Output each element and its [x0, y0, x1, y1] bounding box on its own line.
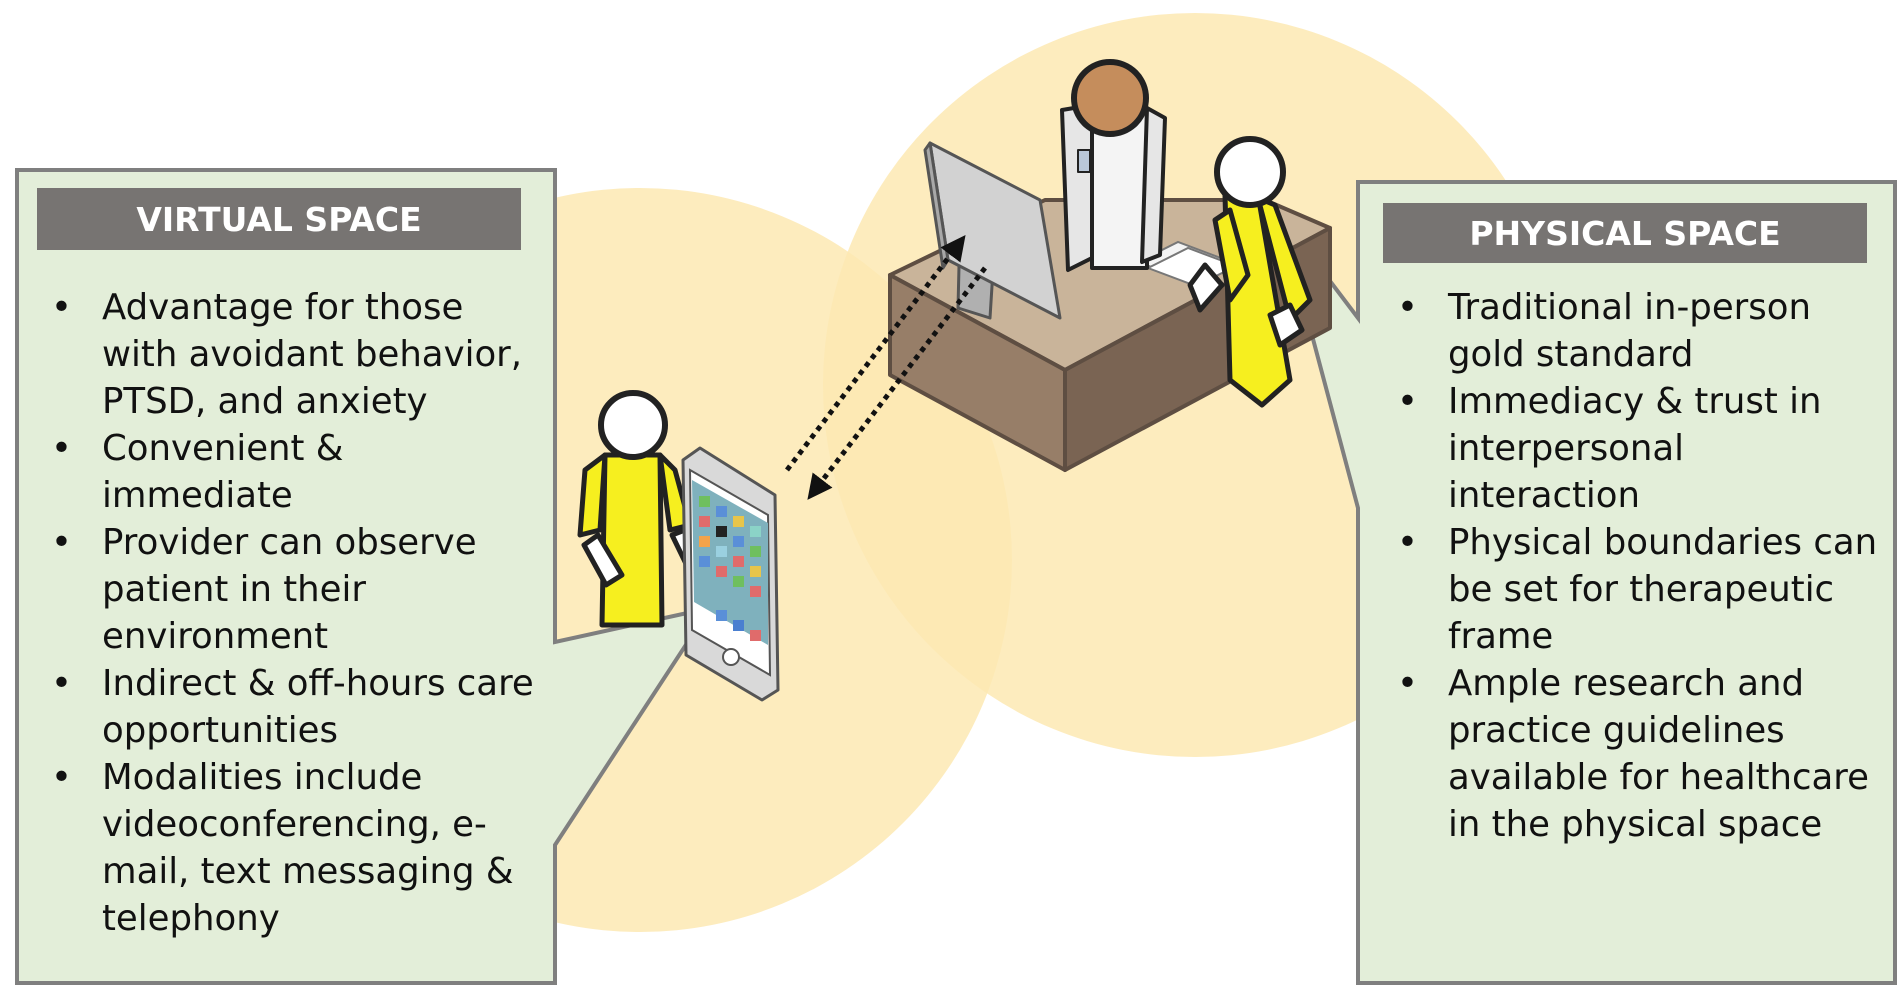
virtual-space-title: VIRTUAL SPACE [37, 188, 521, 250]
list-item: Traditional in-person gold standard [1383, 284, 1883, 378]
list-item: Indirect & off-hours care opportunities [37, 660, 542, 754]
list-item: Ample research and practice guidelines a… [1383, 660, 1883, 848]
physical-space-list: Traditional in-person gold standard Imme… [1383, 284, 1883, 848]
physical-space-title: PHYSICAL SPACE [1383, 203, 1867, 263]
smartphone-icon [681, 446, 780, 702]
list-item: Advantage for those with avoidant behavi… [37, 284, 542, 425]
list-item: Physical boundaries can be set for thera… [1383, 519, 1883, 660]
bidirectional-dotted-arrows-icon [785, 235, 987, 500]
list-item: Convenient & immediate [37, 425, 542, 519]
provider-person-icon [1060, 59, 1167, 272]
virtual-space-list: Advantage for those with avoidant behavi… [37, 284, 542, 942]
list-item: Modalities include videoconferencing, e-… [37, 754, 542, 942]
receptionist-person-icon [1187, 136, 1313, 408]
list-item: Provider can observe patient in their en… [37, 519, 542, 660]
list-item: Immediacy & trust in interpersonal inter… [1383, 378, 1883, 519]
